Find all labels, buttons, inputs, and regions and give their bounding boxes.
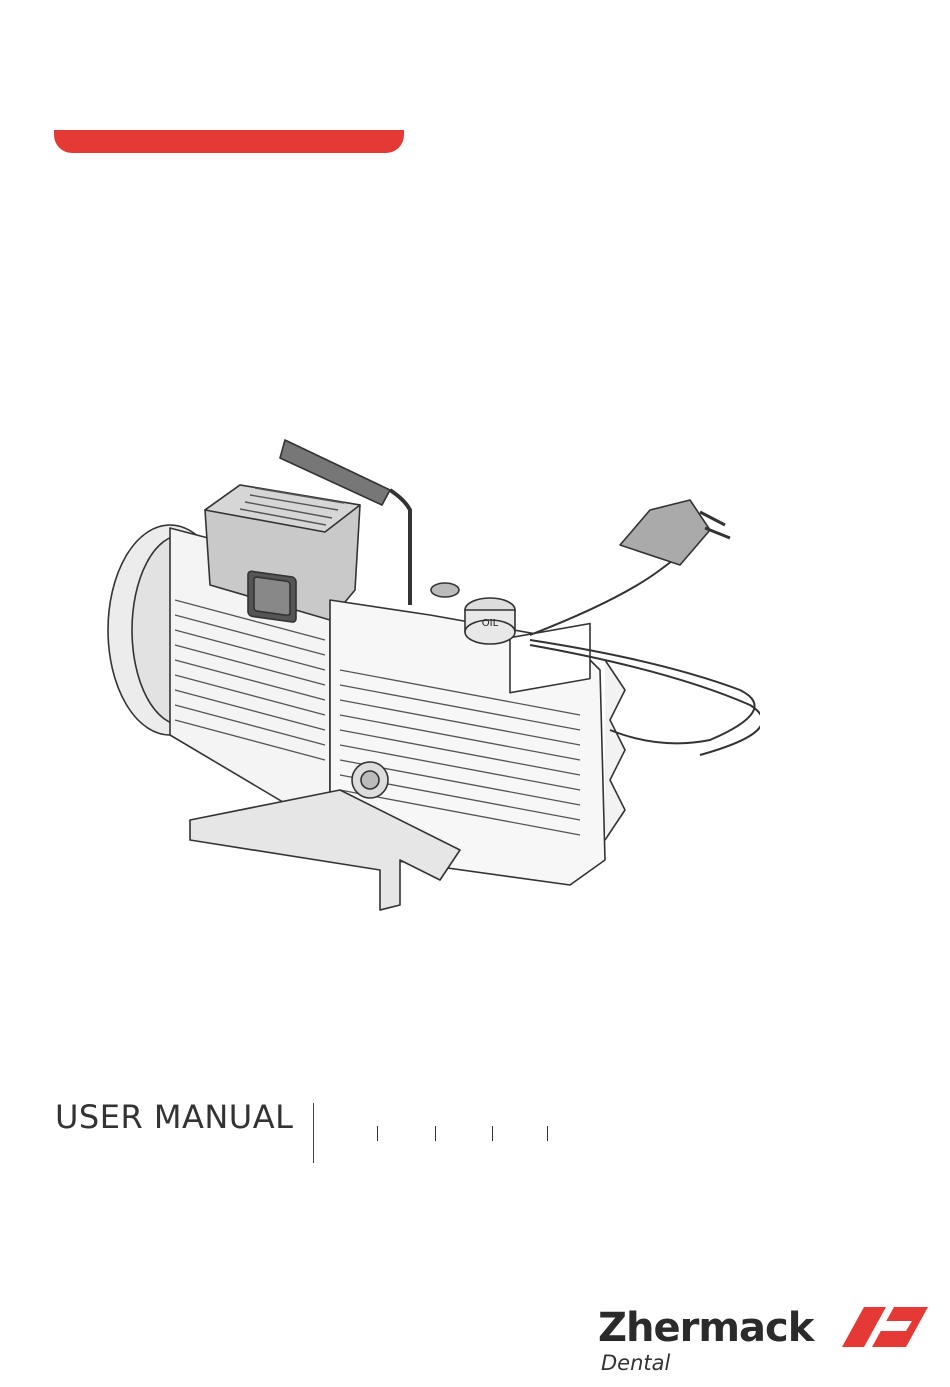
header-accent-bar [54, 130, 404, 153]
brand-name: Zhermack [598, 1305, 813, 1351]
oil-cap-label: OIL [482, 618, 499, 629]
title-divider [313, 1103, 314, 1163]
document-title: USER MANUAL [55, 1098, 293, 1136]
language-separators [375, 1126, 555, 1142]
separator-tick [435, 1126, 436, 1141]
brand-division: Dental [601, 1351, 670, 1375]
separator-tick [377, 1126, 378, 1141]
separator-tick [492, 1126, 493, 1141]
brand-slash-mark-icon [842, 1307, 928, 1347]
vacuum-pump-illustration: OIL [100, 430, 760, 940]
separator-tick [547, 1126, 548, 1141]
brand-logo: Zhermack Dental [598, 1305, 928, 1385]
